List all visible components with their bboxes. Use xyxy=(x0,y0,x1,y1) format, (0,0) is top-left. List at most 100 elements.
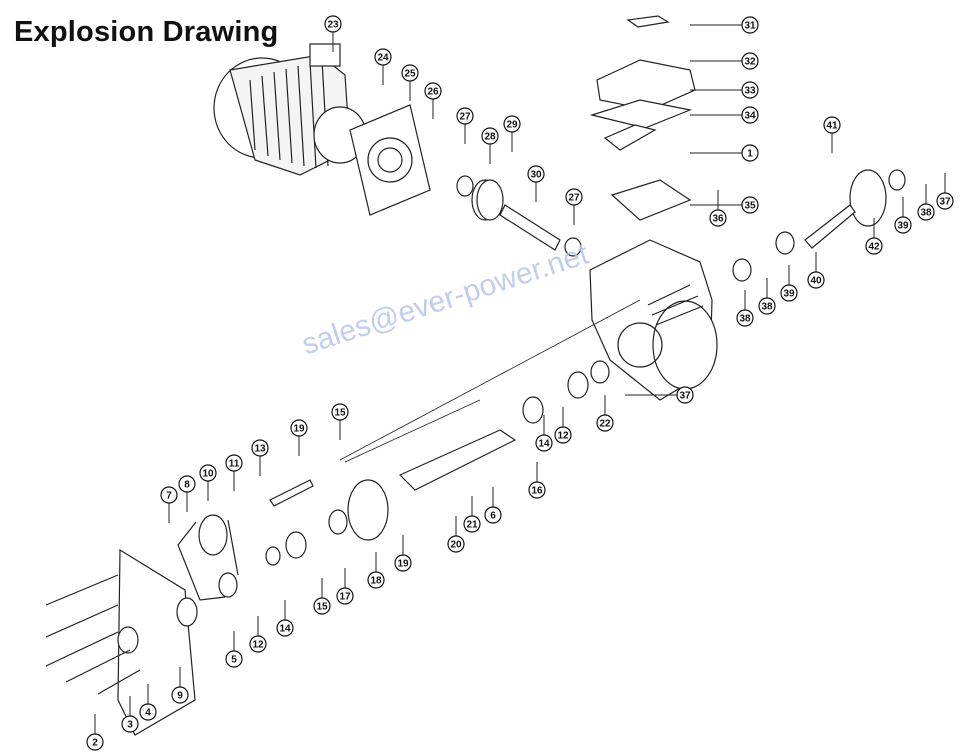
callout-circle xyxy=(456,107,474,125)
callout-circle xyxy=(367,571,385,589)
callout-circle xyxy=(535,434,553,452)
callout-number: 11 xyxy=(229,459,240,470)
callout-number: 25 xyxy=(404,69,416,80)
callout-number: 2 xyxy=(92,738,98,749)
callout-number: 37 xyxy=(939,197,951,208)
callout-31: 31 xyxy=(690,16,759,34)
callout-number: 27 xyxy=(459,112,471,123)
callout-38: 38 xyxy=(758,278,776,315)
callout-42: 42 xyxy=(865,218,883,255)
callout-41: 41 xyxy=(823,116,841,153)
callout-number: 38 xyxy=(920,208,932,219)
callout-circle xyxy=(865,237,883,255)
callout-number: 6 xyxy=(490,511,496,522)
callout-28: 28 xyxy=(481,127,499,164)
callout-39: 39 xyxy=(780,265,798,302)
callout-circle xyxy=(481,127,499,145)
callout-14: 14 xyxy=(535,415,553,452)
callout-circle xyxy=(251,439,269,457)
callout-27: 27 xyxy=(456,107,474,144)
callout-number: 41 xyxy=(826,121,838,132)
callout-circle xyxy=(249,635,267,653)
callout-number: 26 xyxy=(427,87,439,98)
callout-circle xyxy=(741,106,759,124)
callout-circle xyxy=(121,715,139,733)
callout-layer: 2324252627282930273132333413536413738394… xyxy=(86,15,954,751)
callout-number: 33 xyxy=(744,86,756,97)
callout-circle xyxy=(139,703,157,721)
callout-circle xyxy=(758,297,776,315)
callout-circle xyxy=(554,426,572,444)
callout-circle xyxy=(780,284,798,302)
callout-number: 42 xyxy=(868,242,880,253)
callout-number: 22 xyxy=(599,419,611,430)
worm-shaft-part xyxy=(499,204,561,251)
callout-number: 20 xyxy=(450,540,462,551)
callout-circle xyxy=(917,203,935,221)
callout-circle xyxy=(741,16,759,34)
callout-number: 38 xyxy=(739,314,751,325)
callout-number: 35 xyxy=(744,201,756,212)
callout-number: 1 xyxy=(747,149,753,160)
callout-circle xyxy=(807,271,825,289)
callout-number: 29 xyxy=(506,120,518,131)
callout-35: 35 xyxy=(690,196,759,214)
callout-number: 28 xyxy=(484,132,496,143)
callout-19: 19 xyxy=(394,535,412,572)
circuit-board-part xyxy=(610,179,692,221)
callout-8: 8 xyxy=(178,475,196,512)
callout-circle xyxy=(276,619,294,637)
callout-circle xyxy=(199,464,217,482)
callout-number: 14 xyxy=(279,624,291,635)
callout-30: 30 xyxy=(527,165,545,202)
belt-pulley-part xyxy=(177,514,239,601)
callout-32: 32 xyxy=(690,52,759,70)
callout-number: 38 xyxy=(761,302,773,313)
callout-number: 15 xyxy=(316,602,328,613)
callout-number: 19 xyxy=(397,559,409,570)
callout-11: 11 xyxy=(225,454,243,491)
callout-9: 9 xyxy=(171,667,189,704)
callout-38: 38 xyxy=(736,290,754,327)
callout-13: 13 xyxy=(251,439,269,476)
callout-circle xyxy=(86,733,104,751)
callout-18: 18 xyxy=(367,552,385,589)
callout-circle xyxy=(463,515,481,533)
callout-16: 16 xyxy=(528,462,546,499)
callout-number: 10 xyxy=(202,469,214,480)
callout-circle xyxy=(528,481,546,499)
callout-circle xyxy=(336,587,354,605)
callout-number: 39 xyxy=(783,289,795,300)
callout-number: 39 xyxy=(897,221,909,232)
callout-27: 27 xyxy=(565,188,583,225)
main-shaft-part xyxy=(398,429,517,491)
callout-circle xyxy=(741,144,759,162)
callout-34: 34 xyxy=(690,106,759,124)
callout-circle xyxy=(394,554,412,572)
callout-39: 39 xyxy=(894,197,912,234)
callout-33: 33 xyxy=(690,81,759,99)
callout-circle xyxy=(741,52,759,70)
callout-37: 37 xyxy=(625,386,694,404)
callout-37: 37 xyxy=(936,173,954,210)
callout-number: 19 xyxy=(293,424,305,435)
callout-number: 18 xyxy=(370,576,382,587)
callout-22: 22 xyxy=(596,395,614,432)
callout-circle xyxy=(290,419,308,437)
callout-29: 29 xyxy=(503,115,521,152)
callout-circle xyxy=(741,196,759,214)
callout-38: 38 xyxy=(917,184,935,221)
gear-housing-part xyxy=(589,239,718,401)
callout-circle xyxy=(676,386,694,404)
callout-number: 15 xyxy=(334,408,346,419)
callout-circle xyxy=(565,188,583,206)
callout-5: 5 xyxy=(225,631,243,668)
flange-plate-part xyxy=(349,104,431,216)
callout-circle xyxy=(401,64,419,82)
callout-40: 40 xyxy=(807,252,825,289)
callout-number: 36 xyxy=(712,214,724,225)
callout-number: 31 xyxy=(744,21,756,32)
callout-circle xyxy=(596,414,614,432)
callout-number: 9 xyxy=(177,691,183,702)
